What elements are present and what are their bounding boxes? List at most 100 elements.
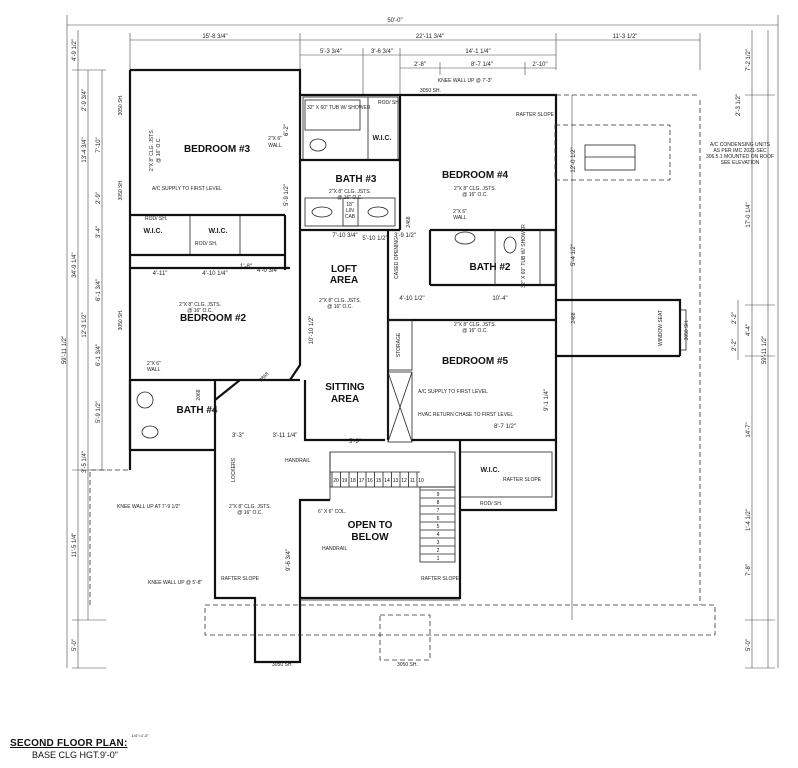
bath3-joists: 2"X 8" CLG. JSTS. <box>329 189 371 195</box>
dim-left-top: 4'-9 1/2" <box>72 39 78 61</box>
dim-right-4: 17'-0 1/4" <box>746 202 752 227</box>
stair-step-number: 13 <box>393 478 399 484</box>
stair-step-number: 11 <box>410 478 415 484</box>
lower-oc: @ 16" O.C. <box>237 510 262 516</box>
dim-left-d9: 5'-9 1/2" <box>96 401 102 423</box>
hvac-return: HVAC RETURN CHASE TO FIRST LEVEL <box>418 412 513 418</box>
wic-label-bed5: W.I.C. <box>480 467 499 474</box>
storage-label: STORAGE <box>396 332 402 357</box>
window-3050-top: 3050 SH. <box>420 88 441 94</box>
dim-row3-1: 2'-8" <box>414 62 426 68</box>
loft-oc: @ 16" O.C. <box>327 304 352 310</box>
lower-joists: 2"X 8" CLG. JSTS. <box>229 504 271 510</box>
open-below-label-2: BELOW <box>351 532 389 543</box>
bed4-wall: WALL <box>453 215 467 221</box>
dim-right-1: 7'-2 1/2" <box>746 49 752 71</box>
dim-left-d4: 2'-9" <box>96 192 102 204</box>
rafter-lower-right: RAFTER SLOPE <box>421 576 460 582</box>
dim-left-d2: 13'-4 3/4" <box>82 137 88 162</box>
dim-row2-2: 3'-6 3/4" <box>371 49 393 55</box>
bed3-joists: 2"X 8" CLG. JSTS. <box>149 129 155 171</box>
ac-units-4: SEE ELEVATION <box>721 160 760 166</box>
stair-step-number: 16 <box>367 478 373 484</box>
bath3-tub-note: 32" X 60" TUB W/ SHOWER <box>307 105 371 111</box>
dim-left-d3: 7'-10" <box>96 137 102 152</box>
rod-sh-bath3: ROD/ SH. <box>378 100 400 106</box>
bed2-joists: 2"X 8" CLG. JSTS. <box>179 302 221 308</box>
knee-wall-58: KNEE WALL UP @ 5'-8" <box>148 580 203 586</box>
overall-width-dim: 50'-0" <box>387 18 402 24</box>
window-3050-bed2: 3050 SH. <box>118 310 124 331</box>
dim-int-16: 9'-6 3/4" <box>286 549 292 571</box>
dim-right-5: 5'-4 1/2" <box>571 244 577 266</box>
dim-left-d7: 12'-3 1/2" <box>82 312 88 337</box>
plan-scale: 1/4"=1'-0" <box>131 733 149 738</box>
bedroom4-label: BEDROOM #4 <box>442 170 509 181</box>
dim-left-d6: 6'-1 3/4" <box>96 279 102 301</box>
stair-step-number: 17 <box>359 478 365 484</box>
bath4-label: BATH #4 <box>177 405 218 416</box>
dim-left-d8: 6'-1 3/4" <box>96 344 102 366</box>
dim-left-upper: 34'-9 1/4" <box>72 252 78 277</box>
stair-step-number: 14 <box>384 478 390 484</box>
window-seat <box>679 309 687 351</box>
stair-step-number: 2 <box>437 548 440 554</box>
bed2-wall: WALL <box>147 367 161 373</box>
dimension-lines <box>66 15 779 669</box>
dim-int-17: 6'-2" <box>284 124 290 136</box>
ceiling-height-note: BASE CLG HGT.9'-0" <box>32 750 118 760</box>
bed5-oc: @ 16" O.C. <box>462 328 487 334</box>
linen-3: CAB <box>345 214 356 220</box>
bedroom3-label: BEDROOM #3 <box>184 144 251 155</box>
bath2-toilet <box>503 236 517 254</box>
dim-left-d1: 2'-9 3/4" <box>82 89 88 111</box>
stair-step-number: 19 <box>342 478 348 484</box>
ac-supply-bed5: A/C SUPPLY TO FIRST LEVEL <box>418 389 488 395</box>
bath3-sink-left <box>311 206 333 218</box>
dim-int-8: 5'-9" <box>349 439 361 445</box>
lockers-label: LOCKERS <box>231 457 237 482</box>
ac-units-3: 306.5.1 MOUNTED ON ROOF <box>706 154 774 160</box>
dim-top-3: 11'-3 1/2" <box>613 34 638 40</box>
dim-int-18: 5'-9 1/2" <box>284 184 290 206</box>
stair-step-number: 4 <box>437 532 440 538</box>
col-label: 6" X 6" COL. <box>318 509 346 515</box>
dim-top-2: 22'-11 3/4" <box>416 34 444 40</box>
knee-wall-79: KNEE WALL UP AT 7'-9 1/2" <box>117 504 180 510</box>
dim-int-15: 4'-10 1/2" <box>399 296 424 302</box>
plan-title-block: SECOND FLOOR PLAN:1/4"=1'-0" <box>10 733 149 751</box>
plan-title: SECOND FLOOR PLAN: <box>10 738 128 749</box>
dim-right-7: 4'-4" <box>746 324 752 336</box>
annotations: 2"X 8" CLG. JSTS. @ 16" O.C. 2"X 6" WALL… <box>117 78 774 668</box>
stair-step-number: 3 <box>437 540 440 546</box>
bath3-tub <box>304 99 361 131</box>
rod-sh-bed3-a: ROD/ SH. <box>145 216 167 222</box>
ac-units-1: A/C CONDENSING UNITS <box>710 142 771 148</box>
room-labels: BEDROOM #3 BEDROOM #4 BEDROOM #2 BEDROOM… <box>143 135 510 543</box>
knee-wall-73: KNEE WALL UP @ 7'-3" <box>438 78 493 84</box>
window-3050-bot-left: 3050 SH. <box>272 662 293 668</box>
stair-step-number: 9 <box>437 492 440 498</box>
window-seat-label: WINDOW SEAT <box>658 310 664 346</box>
dim-int-10: 3'-3" <box>232 433 244 439</box>
dim-int-1: 4'-11" <box>153 271 168 277</box>
dim-right-12: 5'-0" <box>746 639 752 651</box>
dim-int-2: 4'-10 1/4" <box>202 271 227 277</box>
bath3-toilet <box>309 138 327 152</box>
dim-left-overall: 59'-11 1/2" <box>62 336 68 364</box>
bath3-label: BATH #3 <box>336 174 377 185</box>
dim-right-3: 12'-0 1/2" <box>571 147 577 172</box>
rod-sh-bed5: ROD/ SH. <box>480 501 502 507</box>
loft-label-2: AREA <box>330 275 358 286</box>
dim-int-4: 4'-0 3/4" <box>257 268 279 274</box>
dim-row2-3: 14'-1 1/4" <box>465 49 490 55</box>
linen-2: LIN <box>346 208 354 214</box>
door-2468-a: 2468 <box>406 216 412 227</box>
dim-right-10: 1'-4 1/2" <box>746 509 752 531</box>
dim-int-7: 10'-4" <box>492 296 507 302</box>
dim-top-1: 15'-8 3/4" <box>202 34 227 40</box>
dim-int-12: 9'-1 1/4" <box>544 389 550 411</box>
linen-1: 18" <box>346 202 354 208</box>
